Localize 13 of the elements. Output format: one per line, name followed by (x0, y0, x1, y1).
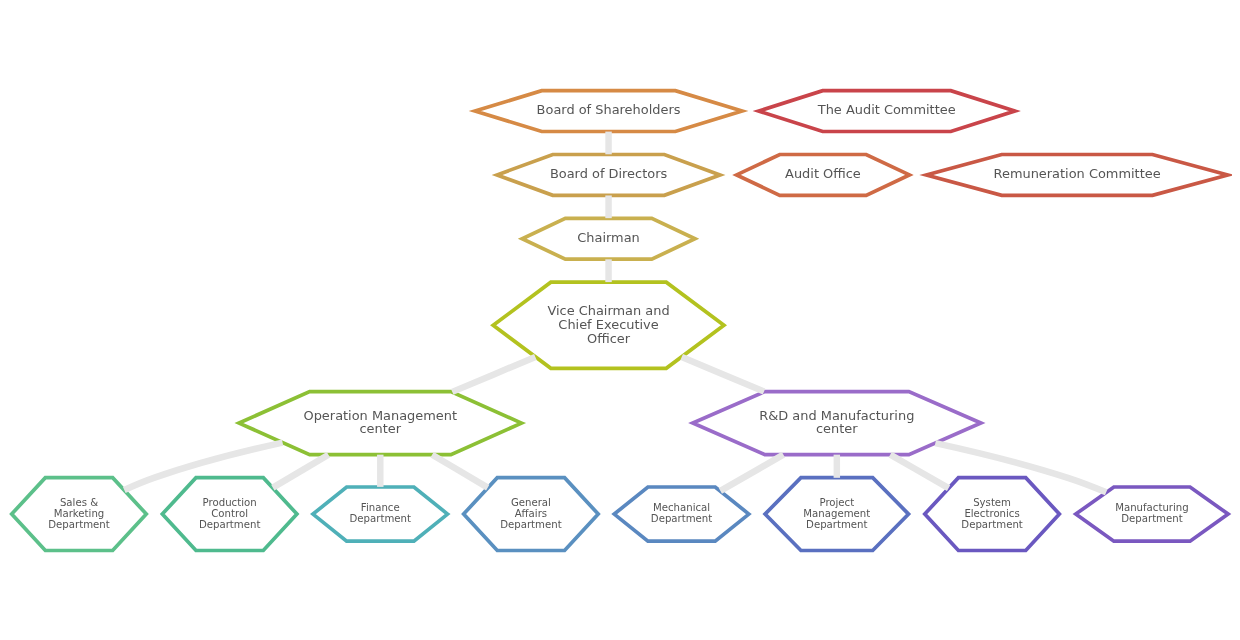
connector (718, 451, 785, 494)
connector (680, 353, 766, 395)
connector (122, 438, 284, 493)
connector (451, 353, 537, 395)
connector (377, 454, 384, 487)
connector (605, 258, 612, 282)
connector (271, 451, 331, 490)
connector (605, 194, 612, 218)
connector (833, 454, 841, 478)
connector (430, 451, 490, 490)
connector (888, 451, 951, 491)
connector (934, 439, 1108, 495)
connector (605, 131, 612, 154)
